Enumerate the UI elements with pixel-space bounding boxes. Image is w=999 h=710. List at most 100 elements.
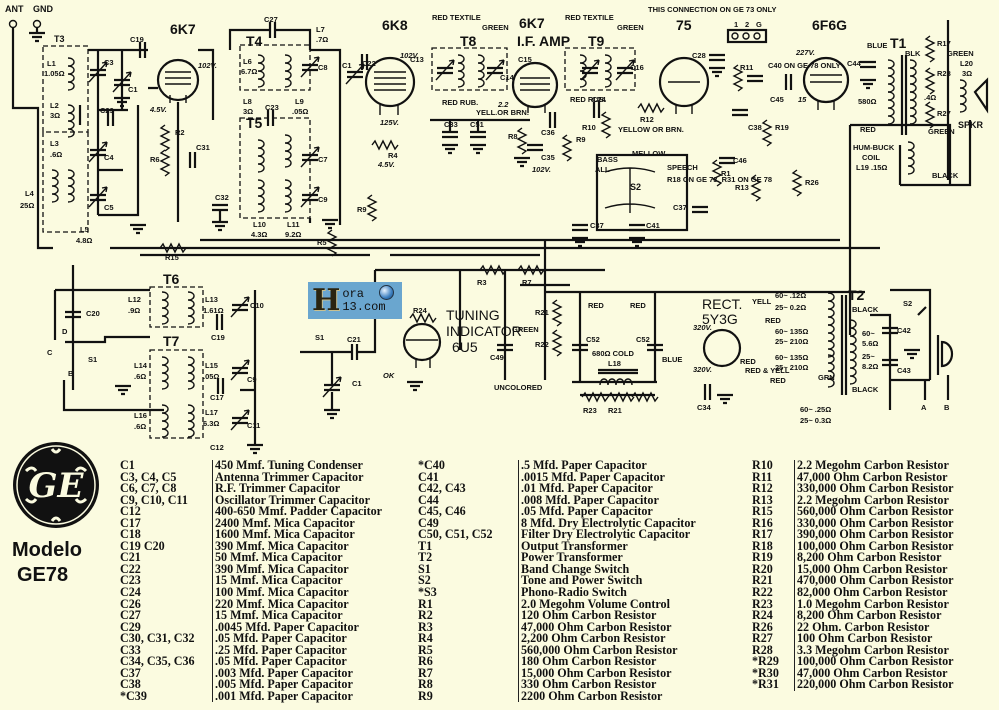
part-description: 8,200 Ohm Carbon Resistor: [794, 552, 941, 564]
tone-mellow-label: MELLOW: [632, 149, 666, 158]
if-amp-tube: [511, 61, 559, 109]
r8-label: R8: [508, 132, 518, 141]
c52-label: C52: [636, 335, 650, 344]
terminal-2: 2: [745, 20, 749, 29]
humbuck-black-label: BLACK: [932, 171, 959, 180]
l17-label: L17: [205, 408, 218, 417]
c52-blue-label: BLUE: [662, 355, 682, 364]
t2-black-top-label: BLACK: [852, 305, 879, 314]
part-description: Output Transformer: [518, 540, 628, 553]
t8-yell-or-brn-label: YELL.OR BRN.: [476, 108, 529, 117]
r10-label: R10: [582, 123, 596, 132]
s1-c1-label: S1: [315, 333, 324, 342]
part-reference: *R31: [752, 677, 779, 692]
part-description: 8,200 Ohm Carbon Resistor: [794, 609, 941, 622]
gnd-label: GND: [33, 4, 54, 14]
r13-label: R13: [735, 183, 749, 192]
c35-label: C36: [541, 128, 555, 137]
line-terminal-a: A: [921, 403, 927, 412]
part-reference: C17: [120, 515, 141, 530]
r2-label: R2: [175, 128, 185, 137]
t2-grn-label: GRN: [818, 373, 835, 382]
part-description: .0045 Mfd. Paper Capacitor: [212, 621, 359, 634]
part-reference: C30, C31, C32: [120, 631, 195, 646]
t1-green-label: GREEN: [947, 49, 974, 58]
part-reference: R26: [752, 619, 773, 634]
r11-label: R11: [740, 63, 753, 72]
parts-list-row: C29.0045 Mfd. Paper Capacitor: [120, 621, 382, 634]
part-reference: C38: [120, 677, 141, 692]
parts-list-row: C41.0015 Mfd. Paper Capacitor: [418, 469, 696, 484]
l15-label: L15: [205, 361, 218, 370]
c16-label: C16: [630, 63, 644, 72]
c21-label: C21: [347, 335, 361, 344]
part-description: Phono-Radio Switch: [518, 586, 627, 599]
c33-label: C34: [697, 403, 712, 412]
part-reference: R2: [418, 608, 433, 623]
part-description: .01 Mfd. Paper Capacitor: [518, 482, 653, 495]
indicator-label: INDICATOR: [446, 323, 522, 339]
part-reference: C33: [120, 642, 141, 657]
c4-label: C4: [104, 153, 114, 162]
converter-tube: [364, 56, 416, 108]
part-description: 82,000 Ohm Carbon Resistor: [794, 586, 948, 599]
tone-speech-label: SPEECH: [667, 163, 698, 172]
l2-label: L2: [50, 101, 59, 110]
rect-voltage-1: 320V.: [693, 323, 712, 332]
c6-label: C7: [318, 155, 328, 164]
r9b-label: R9: [576, 135, 586, 144]
tuning-indicator-tube: [402, 322, 442, 362]
part-reference: R4: [418, 631, 433, 646]
part-reference: C41: [418, 469, 439, 484]
c1c-label: C1: [352, 379, 362, 388]
watermark-line-1: ora: [342, 286, 364, 301]
output-tube: [802, 56, 850, 104]
part-description: 180 Ohm Carbon Resistor: [518, 655, 656, 668]
part-reference: C26: [120, 596, 141, 611]
part-reference: T2: [418, 550, 433, 565]
r15-label: R15: [165, 253, 179, 262]
parts-list-row: C34, C35, C36.05 Mfd. Paper Capacitor: [120, 655, 382, 668]
r20-label: R22: [535, 340, 549, 349]
parts-list-row: C45, C46.05 Mfd. Paper Capacitor: [418, 504, 696, 519]
l12-label: L12: [128, 295, 141, 304]
ground-terminal: [32, 19, 42, 29]
part-reference: R20: [752, 561, 773, 576]
l8-label: L8: [243, 97, 252, 106]
r12-label: R12: [640, 115, 654, 124]
output-plate-voltage: 227V.: [795, 48, 815, 57]
c31-label: C32: [215, 193, 229, 202]
c27-label: C27: [264, 15, 278, 24]
antenna-terminal: [8, 19, 18, 29]
l10-value: 4.3Ω: [251, 230, 267, 239]
l11-label: L11: [287, 220, 300, 229]
part-reference: R5: [418, 642, 433, 657]
l6-label: L6: [243, 57, 252, 66]
t2-w4b: 25~ 0.3Ω: [800, 416, 831, 425]
part-reference: R16: [752, 515, 773, 530]
part-reference: C45, C46: [418, 504, 466, 519]
part-description: 8 Mfd. Dry Electrolytic Capacitor: [518, 517, 696, 530]
t2-w2b: 25~ 210Ω: [775, 337, 808, 346]
r6-label: R6: [150, 155, 160, 164]
humbuck-red-label: RED: [860, 125, 876, 134]
t8-green-label: GREEN: [482, 23, 509, 32]
l5-value: 4.8Ω: [76, 236, 92, 245]
t2-pri-60-value: 5.6Ω: [862, 339, 878, 348]
t2-black-bottom-label: BLACK: [852, 385, 879, 394]
ge-logo: GE: [13, 442, 99, 528]
part-reference: C12: [120, 504, 141, 519]
part-description: .25 Mfd. Paper Capacitor: [212, 644, 347, 657]
c49-label: C51: [470, 120, 484, 129]
part-reference: R15: [752, 504, 773, 519]
globe-icon: [379, 285, 394, 300]
